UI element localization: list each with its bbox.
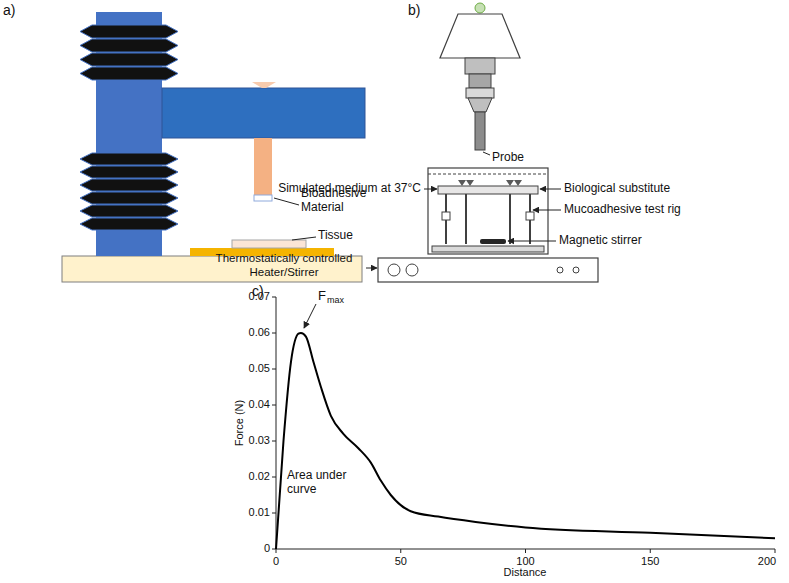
probe-shaft [254, 138, 272, 200]
callout-label: Biological substitute [564, 181, 670, 195]
y-tick [272, 297, 276, 298]
probe-mount [465, 58, 495, 74]
indicator-lamp [573, 267, 579, 273]
tick-label: 200 [758, 555, 776, 568]
y-axis [276, 297, 277, 549]
tick-label: 0 [273, 555, 279, 568]
leader-line [292, 237, 316, 240]
x-tick [650, 549, 651, 553]
x-tick [525, 549, 526, 553]
bellows-tier [80, 25, 178, 38]
bellows-tier [80, 166, 178, 178]
panel-label: a) [3, 2, 15, 19]
y-tick [272, 333, 276, 334]
force-distance-curve [276, 333, 775, 549]
bellows-tier [80, 67, 178, 80]
axis-title: Force (N) [233, 400, 246, 446]
tick-label: 0.01 [249, 506, 270, 519]
tick-label: 0.03 [249, 434, 270, 447]
y-tick [272, 513, 276, 514]
callout-label: Tissue [318, 228, 353, 242]
bellows-tier [80, 179, 178, 191]
bellows-tier [80, 53, 178, 66]
y-tick [272, 405, 276, 406]
tick-label: 0.05 [249, 362, 270, 375]
x-tick [400, 549, 401, 553]
peak-label: F [318, 288, 326, 304]
leader-arrow [366, 268, 377, 269]
x-tick [276, 549, 277, 553]
leader-line [274, 198, 299, 205]
panel-label: b) [408, 2, 420, 19]
callout-label: Probe [492, 150, 524, 164]
peak-subscript: max [327, 295, 344, 306]
bioadhesive-sample [254, 195, 272, 201]
rig-base-plate [432, 246, 544, 252]
callout-label: Thermostatically controlled Heater/Stirr… [204, 252, 364, 280]
bellows-tier [80, 153, 178, 165]
x-tick [775, 549, 776, 553]
tick-label: 150 [641, 555, 659, 568]
instrument-arm [162, 88, 365, 138]
probe-collar [466, 88, 494, 98]
probe-tip [475, 112, 485, 150]
leader-arrow [533, 210, 561, 211]
y-tick [272, 441, 276, 442]
fmax-arrow [304, 304, 316, 328]
callout-label: Simulated medium at 37°C [278, 181, 421, 195]
tick-label: 0.06 [249, 326, 270, 339]
leader-line [483, 152, 490, 155]
load-cell-cone [252, 82, 276, 88]
rig-legs [446, 194, 530, 244]
callout-label: Magnetic stirrer [559, 233, 642, 247]
tissue-sample [232, 240, 306, 248]
leader-arrow [424, 189, 437, 190]
control-dial [388, 264, 400, 276]
biological-substitute [438, 186, 538, 194]
medium-level [428, 174, 548, 175]
tick-label: 0.04 [249, 398, 270, 411]
y-tick [272, 477, 276, 478]
tick-label: 50 [395, 555, 407, 568]
probe-taper [468, 98, 492, 112]
knob [475, 3, 485, 13]
callout-label: Mucoadhesive test rig [564, 202, 681, 216]
rig-clamp [442, 212, 450, 220]
leader-arrow [508, 241, 556, 242]
axis-title: Distance [504, 566, 547, 579]
bellows-tier [80, 218, 178, 230]
axis-ticks [272, 297, 775, 553]
probe-mount [469, 74, 491, 88]
indicator-lamp [557, 267, 563, 273]
bellows-tier [80, 192, 178, 204]
tick-label: 0 [264, 542, 270, 555]
stirrer-bar [480, 239, 506, 244]
heater-stirrer-unit [378, 258, 598, 282]
bellows-tier [80, 39, 178, 52]
tick-label: 0.02 [249, 470, 270, 483]
tick-label: 0.07 [249, 290, 270, 303]
wing-nuts [458, 180, 522, 186]
rig-clamp [526, 212, 534, 220]
bellows-tier [80, 205, 178, 217]
control-dial [406, 264, 418, 276]
leader-arrow [540, 189, 561, 190]
probe-head [440, 14, 520, 58]
y-tick [272, 369, 276, 370]
area-label: Area under curve [287, 468, 361, 497]
